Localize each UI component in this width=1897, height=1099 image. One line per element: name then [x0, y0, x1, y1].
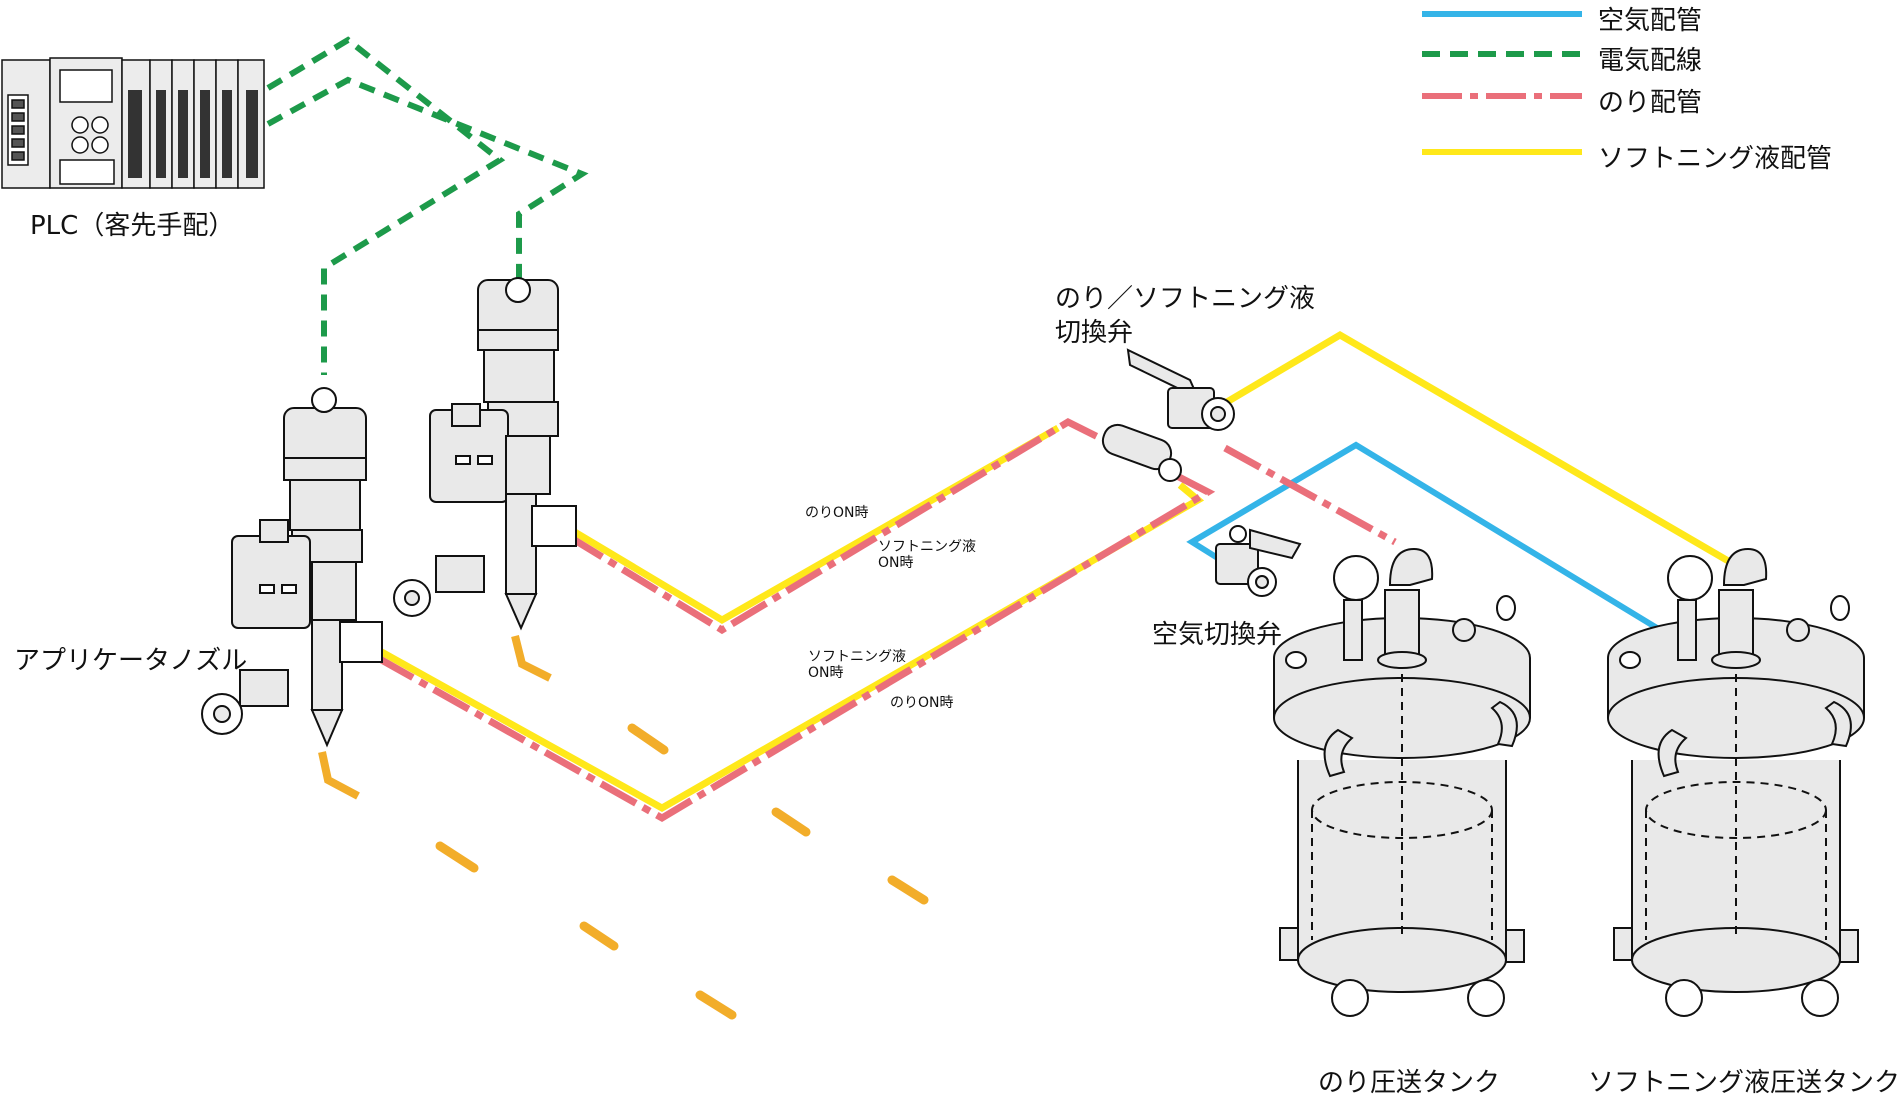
air-switch-valve [1215, 525, 1302, 597]
plc-label: PLC（客先手配） [30, 211, 235, 241]
glue-tank-label: のり圧送タンク [1318, 1068, 1501, 1098]
softening-pipe [376, 330, 1732, 813]
legend-softening-label: ソフトニング液配管 [1598, 144, 1833, 174]
glue-on-annotation-2: のりON時 [890, 695, 954, 711]
plc-unit [1, 57, 265, 189]
air-valve-label: 空気切換弁 [1152, 620, 1283, 650]
switch-valve-label-line1: のり／ソフトニング液 [1055, 284, 1316, 314]
legend-glue-label: のり配管 [1598, 88, 1703, 118]
applied-bead [435, 723, 929, 1020]
glue-on-annotation-1: のりON時 [805, 505, 869, 521]
softening-on-annotation-2a: ソフトニング液 [808, 649, 906, 665]
softening-on-annotation-1a: ソフトニング液 [878, 539, 976, 555]
nozzle-tip-back [511, 635, 552, 682]
applicator-nozzle-back [393, 277, 577, 631]
switch-valve-label-line2: 切換弁 [1055, 318, 1134, 348]
glue-pressure-tank [1273, 547, 1531, 1017]
softening-tank-label: ソフトニング液圧送タンク [1588, 1068, 1897, 1098]
softening-pressure-tank [1607, 547, 1865, 1017]
legend-electric-label: 電気配線 [1598, 46, 1703, 76]
nozzle-label: アプリケータノズル [14, 646, 248, 676]
legend-swatches [1422, 11, 1582, 155]
electric-wiring [266, 36, 589, 375]
applicator-nozzle-front [201, 387, 383, 748]
softening-on-annotation-2b: ON時 [808, 665, 844, 681]
softening-on-annotation-1b: ON時 [878, 555, 914, 571]
glue-softening-switch-valve [1101, 348, 1235, 482]
nozzle-tip-front [318, 751, 360, 800]
legend-air-label: 空気配管 [1598, 6, 1703, 36]
